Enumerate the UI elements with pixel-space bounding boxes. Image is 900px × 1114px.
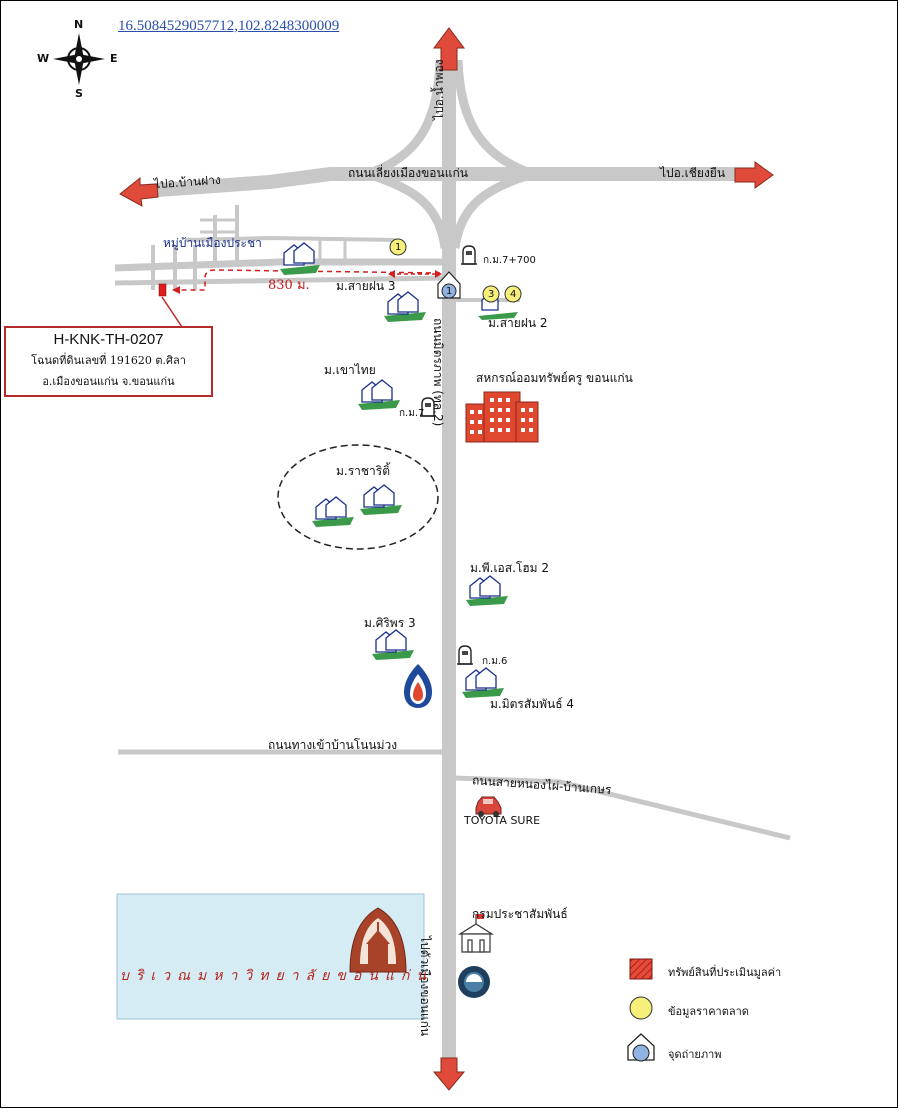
- photo-point-icon: [437, 271, 461, 299]
- label-rachasiri: ม.ราชาริติ้: [336, 464, 391, 478]
- car-icon: [475, 796, 502, 817]
- market-point-4-label: 4: [510, 289, 517, 300]
- label-km-6: ก.ม.6: [482, 656, 508, 667]
- compass-e: E: [110, 52, 118, 65]
- property-district: อ.เมืองขอนแก่น จ.ขอนแก่น: [42, 375, 175, 388]
- label-distance: 830 ม.: [268, 278, 310, 293]
- property-marker: [158, 283, 167, 297]
- direction-arrows: [119, 27, 774, 1091]
- label-non-muang-road: ถนนทางเข้าบ้านโนนม่วง: [268, 738, 398, 752]
- label-khao-thai: ม.เขาไทย: [324, 363, 376, 377]
- nong-phai-road: [454, 775, 791, 841]
- market-point-3-label: 3: [488, 289, 495, 300]
- cooperative-building-icon: [465, 391, 539, 443]
- label-university: บริเวณมหาวิทยาลัยขอนแก่น: [120, 968, 433, 984]
- label-mit-samphan-4: ม.มิตรสัมพันธ์ 4: [490, 697, 574, 711]
- label-mittraphap-road: ถนนมิตรภาพ (ทล.2): [431, 318, 445, 427]
- distance-route: [178, 269, 441, 291]
- label-to-chiang-yuen: ไปอ.เชียงยืน: [660, 166, 726, 180]
- property-deed: โฉนดที่ดินเลขที่ 191620 ต.ศิลา: [31, 354, 186, 367]
- gas-station-icon: [404, 664, 432, 708]
- interchange-loop-ne: [453, 59, 532, 178]
- compass-w: W: [37, 52, 50, 65]
- compass-s: S: [75, 87, 83, 100]
- property-info-box: H-KNK-TH-0207 โฉนดที่ดินเลขที่ 191620 ต.…: [4, 326, 213, 397]
- compass-icon: [53, 33, 105, 85]
- photo-point-1-label: 1: [446, 286, 453, 297]
- university-emblem-icon: [458, 966, 490, 998]
- government-building-icon: [457, 914, 495, 953]
- label-to-nam-phong: ไปอ.น้ำพอง: [432, 59, 446, 120]
- rachasiri-boundary: [277, 444, 439, 550]
- bypass-road: [129, 167, 735, 199]
- market-points: [389, 238, 522, 303]
- legend-photo-label: จุดถ่ายภาพ: [668, 1048, 722, 1061]
- local-road: [114, 258, 449, 272]
- label-sai-fon-2: ม.สายฝน 2: [488, 316, 548, 330]
- label-siri-phon-3: ม.ศิริพร 3: [364, 616, 416, 630]
- interchange-loop-nw: [368, 59, 445, 178]
- label-village-muang-pracha: หมู่บ้านเมืองประชา: [163, 236, 262, 250]
- label-ps-home-2: ม.พี.เอส.โฮม 2: [470, 561, 550, 575]
- label-bypass-road: ถนนเลี่ยงเมืองขอนแก่น: [348, 166, 468, 180]
- interchange-loop-se: [450, 170, 532, 249]
- market-point-1-label: 1: [395, 242, 402, 253]
- km-marker-icons: [420, 245, 477, 665]
- village-icons: [280, 242, 518, 698]
- university-logo-icon: [349, 907, 407, 973]
- label-sai-fon-3: ม.สายฝน 3: [336, 279, 396, 293]
- property-id: H-KNK-TH-0207: [53, 331, 164, 348]
- label-km-7-700: ก.ม.7+700: [483, 255, 536, 266]
- route-arrowhead: [172, 286, 180, 294]
- arrow-east: [734, 161, 774, 189]
- local-road-2: [114, 275, 450, 286]
- arrow-north: [433, 27, 465, 71]
- legend-market-label: ข้อมูลราคาตลาด: [668, 1005, 749, 1018]
- compass-n: N: [74, 18, 84, 31]
- legend-symbols: [627, 958, 655, 1062]
- arrow-south: [432, 1057, 466, 1091]
- arrow-west: [119, 176, 159, 207]
- label-cooperative: สหกรณ์ออมทรัพย์ครู ขอนแก่น: [476, 371, 633, 385]
- legend-property-label: ทรัพย์สินที่ประเมินมูลค่า: [668, 966, 782, 979]
- label-krom-pracha: กรมประชาสัมพันธ์: [472, 907, 568, 921]
- coordinates-link[interactable]: 16.5084529057712,102.8248300009: [118, 18, 340, 34]
- label-toyota: TOYOTA SURE: [464, 814, 541, 827]
- label-km-7: ก.ม.7: [399, 408, 425, 419]
